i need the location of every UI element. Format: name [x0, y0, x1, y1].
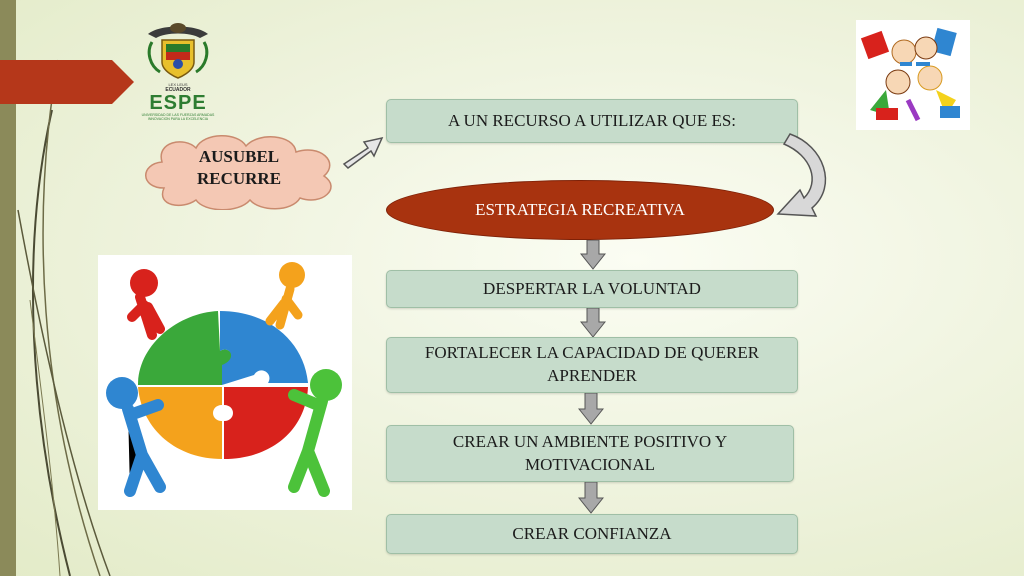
curved-arrow [776, 133, 827, 217]
flow-step-3: DESPERTAR LA VOLUNTAD [386, 270, 798, 308]
cloud-line-1: AUSUBEL [198, 147, 280, 166]
logo-name: ESPE [149, 92, 207, 114]
decorative-curves [17, 59, 111, 576]
flow-step-5-label: CREAR UN AMBIENTE POSITIVO Y MOTIVACIONA… [452, 431, 728, 474]
down-arrow-4 [578, 482, 604, 514]
flow-step-2-label: ESTRATEGIA RECREATIVA [475, 200, 685, 219]
cloud-label: AUSUBEL RECURRE [164, 146, 314, 190]
flow-step-3-label: DESPERTAR LA VOLUNTAD [483, 278, 701, 298]
kids-clipart-image [856, 20, 970, 130]
flow-step-6-label: CREAR CONFIANZA [512, 523, 672, 543]
crest-icon [147, 23, 209, 79]
cloud-to-step1-arrow [342, 136, 384, 169]
flow-step-6: CREAR CONFIANZA [386, 514, 798, 554]
puzzle-illustration [106, 262, 342, 497]
left-sidebar [0, 0, 16, 576]
flow-step-1-label: A UN RECURSO A UTILIZAR QUE ES: [447, 110, 737, 130]
down-arrow-1 [580, 240, 606, 270]
cloud-shape [145, 135, 332, 210]
logo-motto: LEX LEUS [168, 82, 188, 87]
flow-step-1: A UN RECURSO A UTILIZAR QUE ES: [386, 99, 798, 143]
flow-step-4: FORTALECER LA CAPACIDAD DE QUERER APREND… [386, 337, 798, 393]
logo-country: ECUADOR [165, 87, 191, 93]
espe-logo: LEX LEUS ECUADOR ESPE UNIVERSIDAD DE LAS… [140, 20, 216, 121]
banner-arrow [0, 60, 134, 104]
cloud-line-2: RECURRE [196, 169, 282, 189]
kids-illustration [860, 27, 960, 122]
flow-step-5: CREAR UN AMBIENTE POSITIVO Y MOTIVACIONA… [386, 425, 794, 482]
down-arrow-2 [580, 308, 606, 338]
flow-step-2: ESTRATEGIA RECREATIVA [386, 180, 774, 240]
logo-subtitle-2: INNOVACION PARA LA EXCELENCIA [147, 117, 209, 121]
logo-subtitle-1: UNIVERSIDAD DE LAS FUERZAS ARMADAS [141, 113, 215, 117]
puzzle-team-image [98, 255, 352, 510]
down-arrow-3 [578, 393, 604, 425]
flow-step-4-label: FORTALECER LA CAPACIDAD DE QUERER APREND… [424, 343, 760, 385]
